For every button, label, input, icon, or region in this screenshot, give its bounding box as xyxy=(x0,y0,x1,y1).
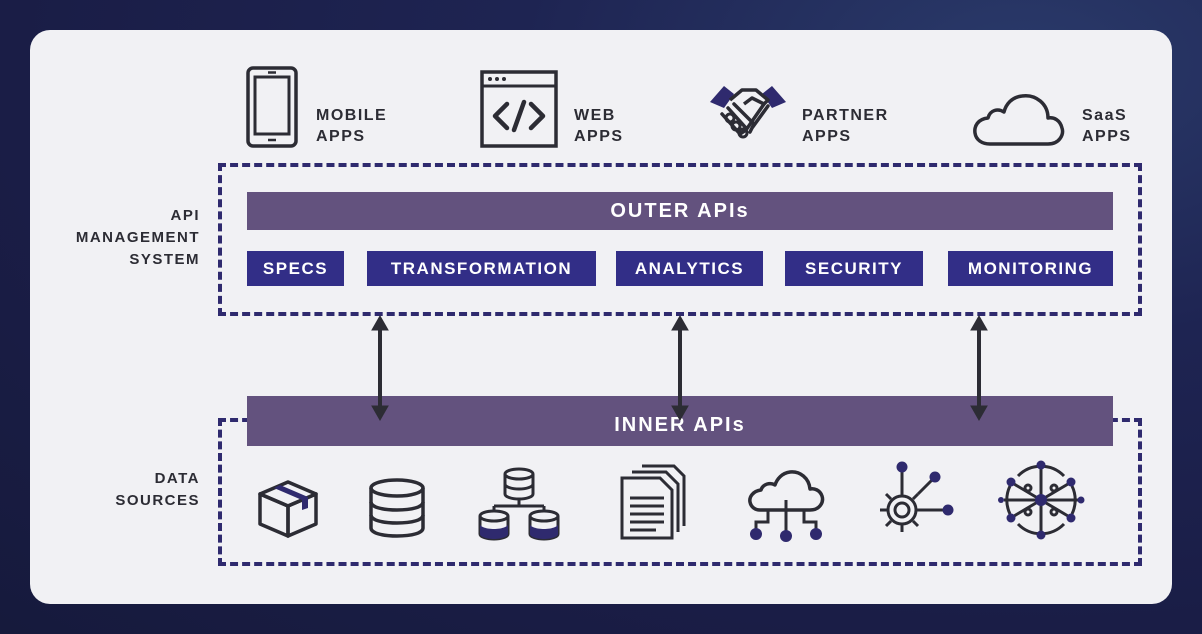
handshake-icon xyxy=(710,86,786,139)
feature-transformation: TRANSFORMATION xyxy=(367,251,596,286)
double-arrow-icon xyxy=(371,314,389,422)
gear-network-icon xyxy=(880,461,954,532)
feature-specs: SPECS xyxy=(247,251,344,286)
api-management-box xyxy=(218,163,1142,316)
app-label-saas: SaaS APPS xyxy=(1082,107,1132,145)
database-icon xyxy=(369,478,425,538)
double-arrow-icon xyxy=(671,314,689,422)
cloud-icon xyxy=(973,94,1065,146)
data-sources-label: DATA SOURCES xyxy=(115,470,200,509)
feature-analytics: ANALYTICS xyxy=(616,251,763,286)
cloud-network-icon xyxy=(748,470,825,542)
outer-apis-bar: OUTER APIs xyxy=(247,192,1113,230)
web-code-icon xyxy=(480,70,558,148)
data-hub-icon xyxy=(998,460,1085,540)
feature-monitoring: MONITORING xyxy=(948,251,1113,286)
app-label-mobile: MOBILE APPS xyxy=(316,107,388,145)
app-label-partner: PARTNER APPS xyxy=(802,107,889,145)
documents-icon xyxy=(620,464,686,540)
mobile-phone-icon xyxy=(246,66,298,148)
double-arrow-icon xyxy=(970,314,988,422)
api-management-label: API MANAGEMENT SYSTEM xyxy=(75,207,200,268)
package-box-icon xyxy=(258,480,318,538)
database-network-icon xyxy=(478,467,560,541)
app-label-web: WEB APPS xyxy=(574,107,624,145)
feature-security: SECURITY xyxy=(785,251,923,286)
